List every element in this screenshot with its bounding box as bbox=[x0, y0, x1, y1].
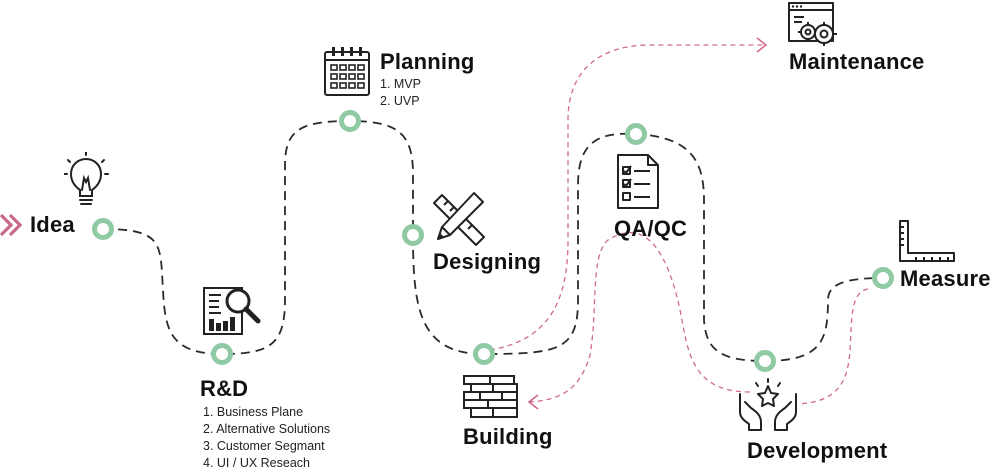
pencil-ruler-icon bbox=[433, 192, 485, 246]
node-planning[interactable] bbox=[339, 110, 361, 132]
list-item: 1. MVP bbox=[380, 77, 421, 91]
rnd-subitems: 1. Business Plane 2. Alternative Solutio… bbox=[203, 404, 330, 472]
brick-wall-icon bbox=[463, 375, 518, 418]
node-measure[interactable] bbox=[872, 267, 894, 289]
stage-label-measure: Measure bbox=[900, 266, 991, 291]
building-to-maintenance-path bbox=[489, 44, 764, 351]
stage-label-idea: Idea bbox=[30, 212, 75, 237]
list-item: 2. Alternative Solutions bbox=[203, 422, 331, 436]
hands-star-icon bbox=[739, 378, 797, 431]
node-qaqc[interactable] bbox=[625, 123, 647, 145]
stage-label-rnd: R&D bbox=[200, 376, 249, 401]
stage-label-planning: Planning bbox=[380, 49, 475, 74]
node-development[interactable] bbox=[754, 350, 776, 372]
calendar-icon bbox=[324, 47, 370, 96]
list-item: 4. UI / UX Reseach bbox=[203, 456, 310, 470]
node-building[interactable] bbox=[473, 343, 495, 365]
list-item: 3. Customer Segmant bbox=[203, 439, 325, 453]
checklist-icon bbox=[617, 154, 659, 209]
stage-nodes bbox=[92, 110, 894, 372]
entry-chevron-icon bbox=[0, 213, 23, 237]
stage-label-development: Development bbox=[747, 438, 888, 463]
development-to-building-path bbox=[529, 232, 751, 403]
main-route-path bbox=[102, 120, 884, 362]
node-rnd[interactable] bbox=[211, 343, 233, 365]
carpenter-square-icon bbox=[899, 220, 955, 262]
maintenance-arrowhead bbox=[756, 37, 768, 53]
lightbulb-icon bbox=[64, 152, 109, 205]
stage-label-designing: Designing bbox=[433, 249, 542, 274]
stage-label-qaqc: QA/QC bbox=[614, 216, 688, 241]
node-idea[interactable] bbox=[92, 218, 114, 240]
list-item: 2. UVP bbox=[380, 94, 420, 108]
planning-subitems: 1. MVP 2. UVP bbox=[380, 76, 421, 110]
stage-label-building: Building bbox=[463, 424, 553, 449]
building-arrowhead bbox=[527, 394, 539, 410]
stage-label-maintenance: Maintenance bbox=[789, 49, 925, 74]
measure-to-development-path bbox=[797, 288, 869, 405]
research-report-icon bbox=[203, 287, 261, 335]
list-item: 1. Business Plane bbox=[203, 405, 304, 419]
node-designing[interactable] bbox=[402, 224, 424, 246]
browser-gear-icon bbox=[788, 2, 837, 46]
